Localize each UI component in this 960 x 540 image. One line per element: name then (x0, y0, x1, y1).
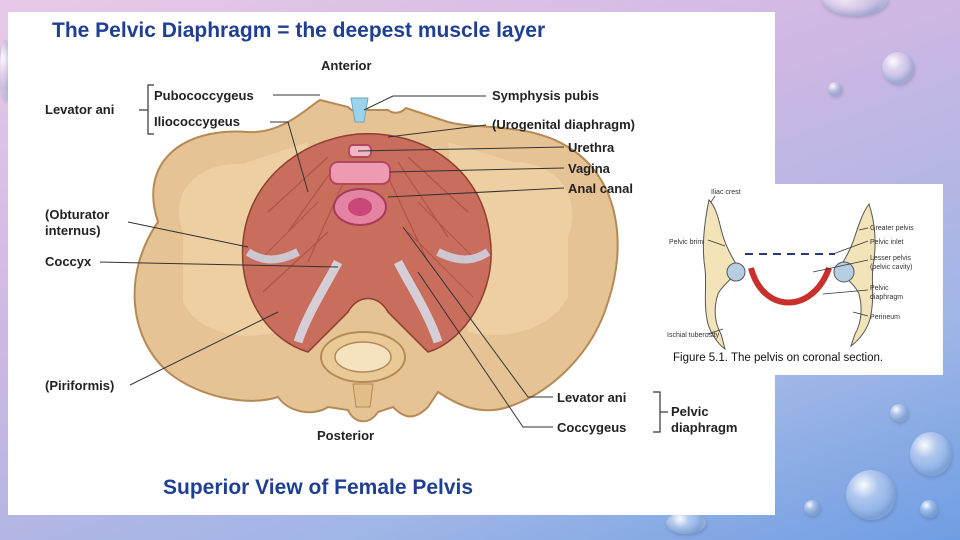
pelvic-diaphragm-figure: The Pelvic Diaphragm = the deepest muscl… (8, 12, 775, 515)
label-obturator-internus-1: (Obturator (45, 207, 109, 222)
label-pelvic-diaphragm-1: Pelvic (671, 404, 709, 419)
left-hip-bone (703, 200, 745, 349)
label-coccyx: Coccyx (45, 254, 92, 269)
label-urethra: Urethra (568, 140, 615, 155)
water-drop-decoration (882, 52, 914, 84)
label-perineum: Perineum (870, 314, 900, 321)
label-iliac-crest: Iliac crest (711, 189, 741, 196)
vagina-opening (330, 162, 390, 184)
water-drop-decoration (910, 432, 952, 476)
label-levator-ani-bottom: Levator ani (557, 390, 626, 405)
label-urogenital-diaphragm: (Urogenital diaphragm) (492, 117, 635, 132)
label-vagina: Vagina (568, 161, 611, 176)
label-anterior: Anterior (321, 58, 372, 73)
pelvic-diaphragm-curve (751, 268, 829, 303)
figure-caption: Superior View of Female Pelvis (163, 476, 473, 499)
label-symphysis-pubis: Symphysis pubis (492, 88, 599, 103)
coronal-section-figure: Iliac crest Pelvic brim Greater pelvis P… (663, 184, 943, 375)
inset-caption: Figure 5.1. The pelvis on coronal sectio… (673, 352, 883, 364)
label-pelvic-inlet: Pelvic inlet (870, 239, 904, 246)
label-lesser-pelvis-2: (pelvic cavity) (870, 264, 912, 271)
label-pelvic-diaphragm-2: diaphragm (671, 420, 737, 435)
label-obturator-internus-2: internus) (45, 223, 101, 238)
figure-title: The Pelvic Diaphragm = the deepest muscl… (52, 19, 545, 42)
label-ischial-tuberosity: Ischial tuberosity (667, 332, 720, 339)
label-iliococcygeus: Iliococcygeus (154, 114, 240, 129)
label-greater-pelvis: Greater pelvis (870, 225, 914, 232)
label-levator-ani: Levator ani (45, 102, 114, 117)
pelvis-superior-view-illustration: The Pelvic Diaphragm = the deepest muscl… (8, 12, 775, 515)
water-drop-decoration (920, 500, 938, 518)
label-pubococcygeus: Pubococcygeus (154, 88, 254, 103)
label-pelvic-diaphragm-2: diaphragm (870, 294, 903, 301)
label-coccygeus: Coccygeus (557, 420, 626, 435)
water-drop-decoration (828, 82, 842, 96)
label-posterior: Posterior (317, 428, 374, 443)
label-anal-canal: Anal canal (568, 181, 633, 196)
label-pelvic-diaphragm-1: Pelvic (870, 285, 889, 292)
label-pelvic-brim: Pelvic brim (669, 239, 703, 246)
label-lesser-pelvis-1: Lesser pelvis (870, 255, 911, 262)
water-drop-decoration (822, 0, 888, 16)
water-drop-decoration (846, 470, 896, 520)
water-drop-decoration (890, 404, 908, 422)
water-drop-decoration (804, 500, 820, 516)
label-piriformis: (Piriformis) (45, 378, 114, 393)
right-hip-bone (834, 204, 875, 346)
coronal-section-illustration: Iliac crest Pelvic brim Greater pelvis P… (663, 184, 943, 375)
water-drop-decoration (666, 512, 706, 534)
